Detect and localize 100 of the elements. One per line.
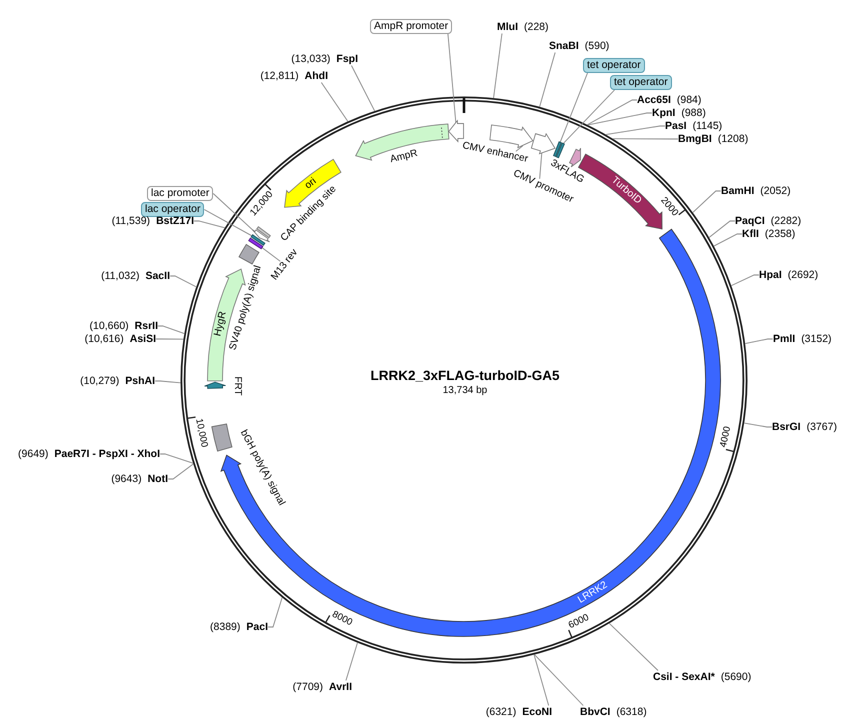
site-position: (2052) (760, 184, 791, 196)
site-position: (3767) (806, 420, 837, 432)
site-position: (12,811) (260, 70, 299, 82)
site-position: (1145) (692, 120, 722, 132)
leader-line (605, 126, 666, 135)
leader-line (692, 190, 722, 213)
leader-line (744, 422, 772, 428)
leader-line (730, 274, 760, 286)
enzyme-name: SnaBI (549, 40, 579, 52)
site-position: (2282) (770, 214, 802, 226)
enzyme-name: BamHI (721, 184, 754, 196)
leader-line (539, 150, 542, 180)
enzyme-name: NotI (148, 472, 168, 484)
leader-line (713, 234, 743, 247)
site-position: (984) (676, 94, 702, 106)
site-position: (10,616) (84, 332, 124, 344)
leader-line (587, 112, 652, 126)
plasmid-name: LRRK2_3xFLAG-turboID-GA5 (370, 368, 560, 384)
leader-line (586, 100, 638, 126)
leader-line (160, 454, 194, 464)
feature-tag: tet operator (610, 75, 672, 90)
enzyme-name: PasI (665, 120, 687, 132)
leader-line (157, 326, 185, 334)
leader-line (193, 220, 226, 228)
site-position: (6318) (616, 706, 647, 718)
leader-line (168, 464, 194, 480)
enzyme-name: AvrII (329, 680, 352, 692)
enzyme-name: AsiSI (130, 332, 156, 344)
enzyme-name: BsrGI (772, 420, 801, 432)
enzyme-name: PacI (246, 620, 268, 632)
enzyme-name: HpaI (759, 268, 782, 280)
scale-label: 4000 (718, 424, 734, 448)
feature-label: CMV enhancer (461, 140, 529, 166)
site-position: (11,539) (112, 214, 150, 226)
scale-label: 10,000 (192, 418, 210, 448)
scale-label: 8000 (330, 608, 354, 629)
site-position: (590) (584, 40, 610, 52)
leader-line (534, 654, 550, 706)
site-position: (3152) (801, 332, 832, 344)
scale-label: 6000 (566, 612, 592, 632)
site-position: (2358) (764, 228, 796, 240)
feature-tag: lac promoter (147, 186, 214, 201)
leader-line (170, 276, 197, 288)
enzyme-name: FspI (336, 52, 358, 64)
enzyme-name: MluI (497, 20, 518, 32)
leader-line (562, 90, 615, 144)
site-position: (2692) (788, 268, 818, 280)
leader-line (539, 52, 556, 108)
leader-line (204, 209, 252, 236)
leader-line (612, 138, 679, 140)
enzyme-name: Acc65I (637, 94, 671, 106)
enzyme-name: PmlI (773, 332, 796, 344)
leader-line (448, 34, 456, 124)
leader-line (154, 380, 181, 384)
leader-line (268, 597, 283, 628)
leader-line (608, 622, 658, 671)
site-position: (228) (524, 20, 549, 32)
site-position: (988) (681, 106, 706, 118)
leader-line (560, 72, 588, 143)
site-position: (10,279) (80, 374, 120, 386)
enzyme-name: SacII (145, 270, 170, 282)
leader-line (744, 338, 774, 344)
leader-line (493, 33, 502, 98)
leader-line (320, 82, 348, 122)
enzyme-name: PshAI (125, 374, 155, 386)
enzyme-name: BstZ17I (156, 214, 194, 226)
leader-line (534, 654, 584, 706)
enzyme-name: BbvCI (580, 706, 610, 718)
feature-label: FRT (231, 376, 243, 396)
enzyme-name: PaeR7I - PspXI - XhoI (54, 448, 160, 460)
plasmid-size: 13,734 bp (442, 385, 488, 397)
leader-line (351, 65, 376, 112)
leader-line (155, 338, 184, 340)
leader-line (346, 642, 358, 681)
site-position: (13,033) (291, 52, 330, 64)
enzyme-name: BmgBI (678, 132, 712, 144)
enzyme-name: KflI (742, 228, 759, 240)
site-position: (10,660) (90, 320, 129, 332)
site-position: (7709) (292, 680, 324, 692)
site-position: (5690) (720, 670, 752, 682)
enzyme-name: KpnI (652, 106, 676, 118)
feature-label: HygR (212, 310, 230, 338)
enzyme-name: PaqCI (735, 214, 765, 226)
feature-label: ori (302, 176, 319, 192)
feature-label: SV40 poly(A) signal (227, 264, 265, 352)
leader-line (262, 247, 281, 262)
feature-tag: AmpR promoter (370, 19, 452, 34)
feature-label: AmpR (389, 148, 419, 166)
site-position: (9643) (111, 472, 142, 484)
enzyme-name: EcoNI (522, 706, 552, 718)
site-position: (9649) (18, 448, 48, 460)
feature-tag: lac operator (141, 202, 204, 217)
enzyme-name: RsrII (134, 320, 158, 332)
enzyme-name: AhdI (304, 70, 328, 82)
site-position: (11,032) (101, 270, 140, 282)
site-position: (8389) (210, 620, 240, 632)
leader-line (212, 193, 256, 232)
site-position: (6321) (486, 706, 516, 718)
enzyme-name: CsiI - SexAI* (653, 670, 715, 682)
leader-line (708, 220, 736, 238)
